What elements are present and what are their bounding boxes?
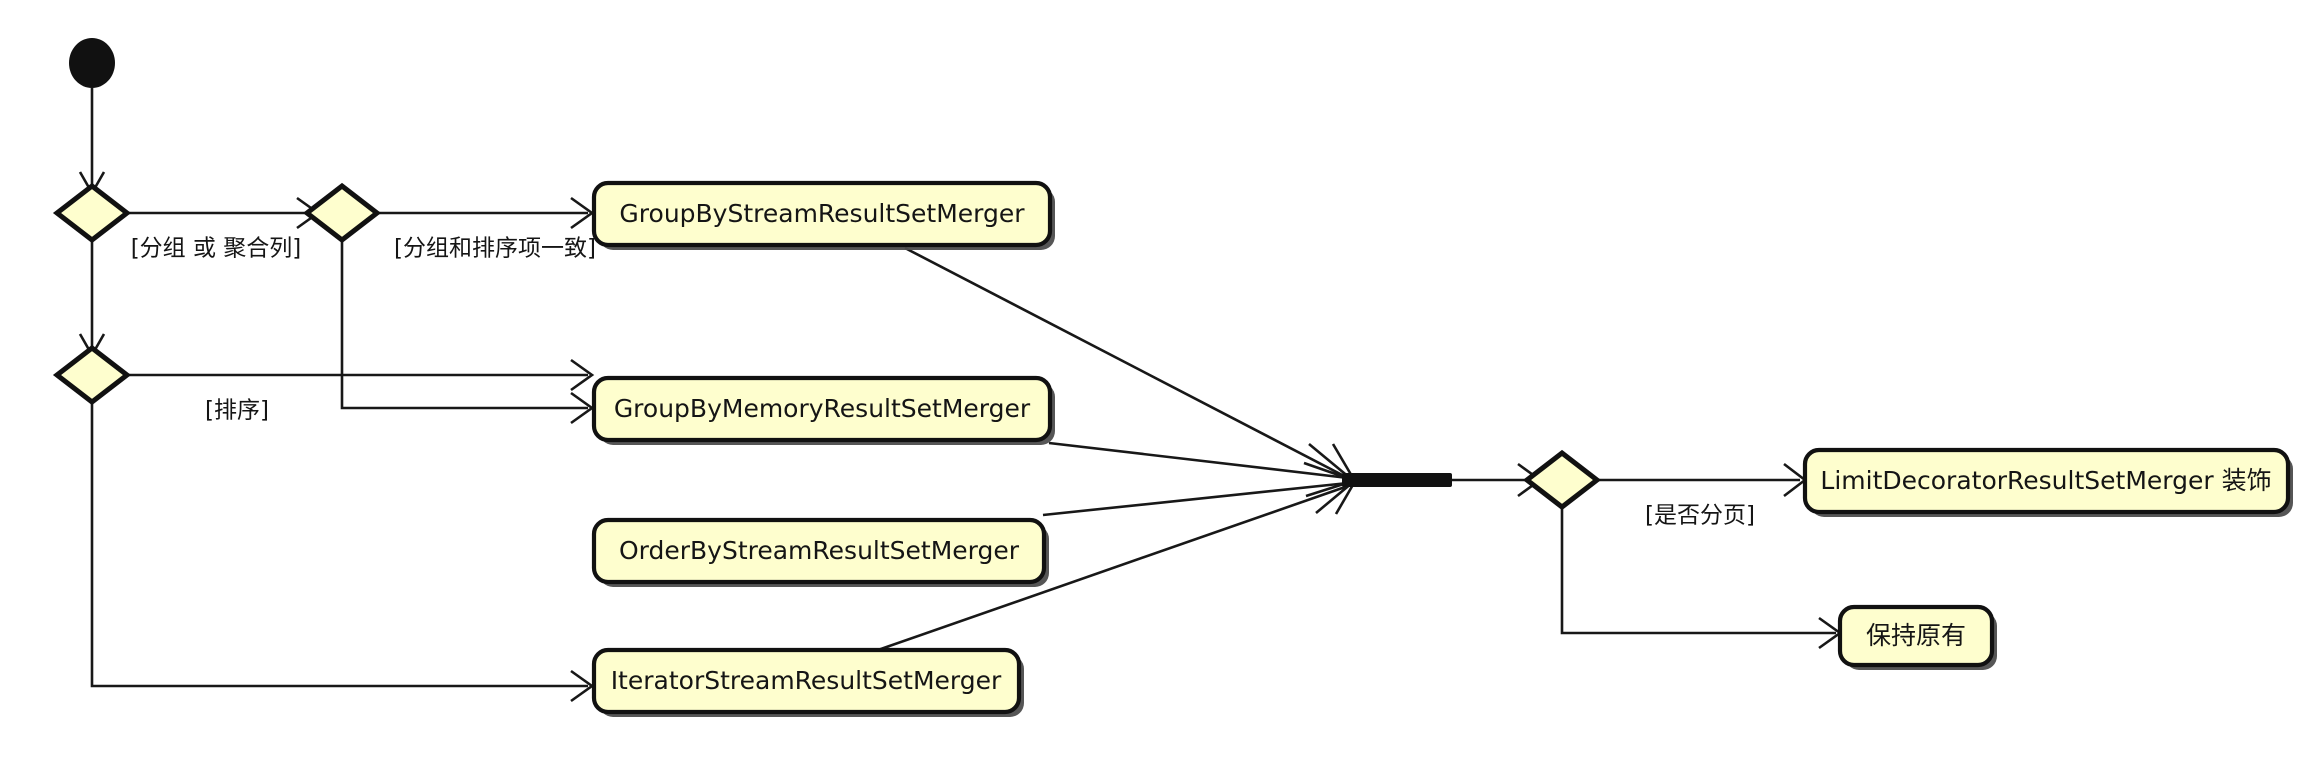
- decision-group-or-aggregate[interactable]: [52, 182, 132, 244]
- guard-label-group-sort-consistent: [分组和排序项一致]: [394, 236, 596, 262]
- start-node: [69, 38, 115, 88]
- activity-groupbystream-box[interactable]: [591, 180, 1053, 248]
- activity-limitdecorator-box[interactable]: [1802, 447, 2291, 515]
- activity-keep-original-box[interactable]: [1837, 604, 1995, 668]
- guard-label-pagination: [是否分页]: [1645, 503, 1755, 529]
- merge-join-bar: [1342, 473, 1452, 487]
- arrowhead-join-5: [1331, 443, 1355, 479]
- activity-orderbystream-box[interactable]: [591, 517, 1047, 585]
- activity-orderbystream-label: OrderByStreamResultSetMerger: [619, 536, 1020, 565]
- edge-groupbystream-to-join: [904, 246, 1349, 480]
- activity-groupbymemory-box[interactable]: [591, 375, 1053, 443]
- activity-iteratorstream-box[interactable]: [591, 647, 1022, 715]
- arrowhead-join-1: [1308, 442, 1351, 480]
- edge-orderbystream-to-join: [1042, 481, 1349, 517]
- decision-order-by[interactable]: [52, 344, 132, 406]
- decision-group-sort-consistent[interactable]: [302, 182, 382, 244]
- edge-decision-sort-to-iteratorstream: [90, 402, 588, 688]
- arrowhead-join-6: [1334, 482, 1356, 515]
- guard-label-group-or-aggregate: [分组 或 聚合列]: [131, 236, 302, 262]
- activity-limitdecorator-label: LimitDecoratorResultSetMerger 装饰: [1820, 466, 2271, 495]
- edge-groupbymemory-to-join: [1048, 441, 1349, 480]
- arrowhead-join-4: [1315, 482, 1353, 514]
- activity-groupbystream-label: GroupByStreamResultSetMerger: [619, 199, 1025, 228]
- edge-iteratorstream-to-join: [877, 484, 1349, 652]
- guard-label-order-by: [排序]: [205, 398, 269, 424]
- arrowhead-orderbystream-left: [570, 358, 595, 392]
- edge-decision2-to-groupbymemory: [340, 240, 588, 410]
- decision-pagination[interactable]: [1522, 449, 1602, 511]
- activity-iteratorstream-label: IteratorStreamResultSetMerger: [611, 666, 1002, 695]
- activity-groupbymemory-label: GroupByMemoryResultSetMerger: [614, 394, 1031, 423]
- edge-pagination-to-keep-original: [1560, 507, 1836, 635]
- activity-keep-original-label: 保持原有: [1866, 621, 1966, 650]
